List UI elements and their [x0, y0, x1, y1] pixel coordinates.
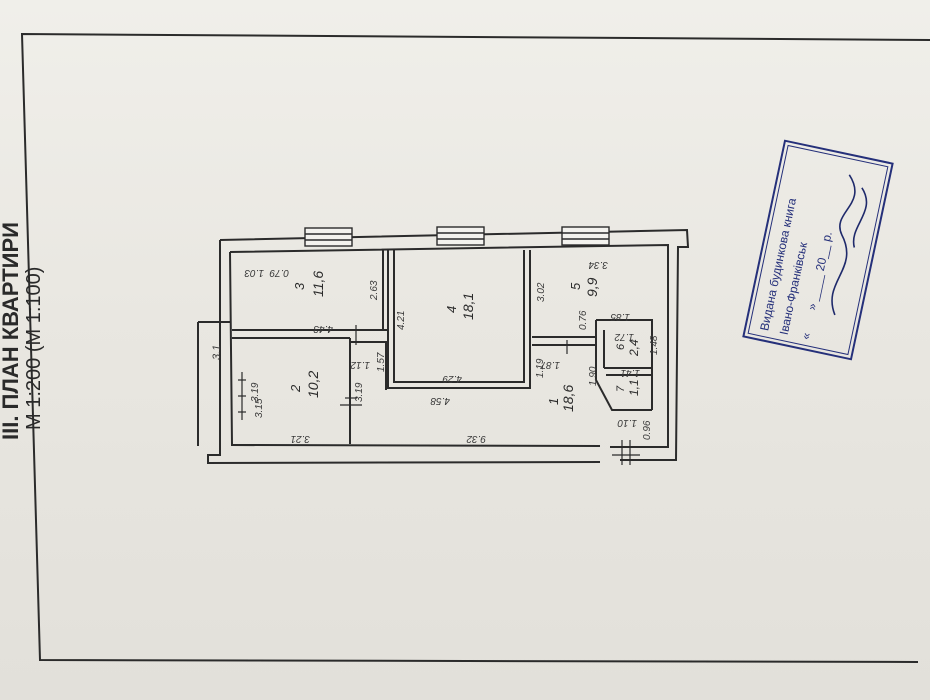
dim-185a: 1.85	[610, 311, 630, 322]
dim-172: 1.72	[614, 331, 634, 342]
room-6-number: 6	[615, 343, 627, 350]
dimension-labels: 9.32 3.21 3.19 3.19 4.43 2.63 1.03 0.79 …	[211, 259, 660, 444]
dim-443: 4.43	[313, 323, 333, 334]
dim-148: 1.48	[649, 335, 660, 355]
room-2-number: 2	[288, 384, 303, 393]
dim-079: 0.79	[269, 267, 289, 278]
room-3-number: 3	[292, 282, 307, 290]
dim-110: 1.10	[617, 417, 637, 428]
dim-076: 0.76	[578, 310, 589, 330]
door-marks	[238, 325, 640, 465]
dim-315: 3.15	[254, 398, 265, 418]
dim-31: 3.1	[211, 345, 223, 360]
dim-429: 4.29	[442, 373, 462, 384]
dim-112: 1.12	[350, 359, 370, 370]
room-5-area: 9,9	[584, 277, 600, 297]
bti-stamp: Видана будинкова книга Івано-Франківськ …	[742, 139, 894, 361]
dim-319a: 3.19	[250, 382, 261, 402]
room-3-area: 11,6	[310, 271, 326, 297]
room-5-number: 5	[568, 282, 583, 290]
outer-walls	[197, 228, 690, 465]
dim-096: 0.96	[642, 420, 653, 440]
page-frame	[20, 32, 930, 663]
interior-walls	[232, 250, 653, 444]
stamp-date-prefix: «	[798, 331, 813, 341]
dim-321: 3.21	[291, 433, 310, 444]
dim-334: 3.34	[588, 259, 608, 270]
dim-319b: 3.19	[354, 382, 365, 402]
dim-421: 4.21	[396, 311, 407, 330]
stamp-date-suffix: » ____ 20__ р.	[805, 230, 835, 311]
room-1-area: 18,6	[560, 385, 576, 412]
plan-scale: М 1:200 (М 1:100)	[23, 267, 45, 430]
room-2-area: 10,2	[305, 371, 321, 398]
signature	[831, 174, 868, 316]
room-7-area: 1,1	[627, 379, 641, 396]
dim-932: 9.32	[466, 433, 486, 444]
dim-458: 4.58	[430, 395, 450, 406]
dim-263: 2.63	[369, 280, 380, 301]
room-7-number: 7	[615, 385, 627, 392]
dim-302: 3.02	[536, 282, 547, 302]
room-4-number: 4	[444, 306, 459, 313]
dim-157: 1.57	[376, 352, 387, 372]
plan-title: III. ПЛАН КВАРТИРИ	[0, 222, 23, 440]
room-6-area: 2,4	[627, 339, 641, 357]
title-block: III. ПЛАН КВАРТИРИ М 1:200 (М 1:100)	[0, 222, 45, 440]
dim-119: 1.19	[535, 358, 546, 378]
dim-190: 1.90	[588, 366, 599, 386]
dim-187: 1.87	[540, 359, 560, 370]
windows	[304, 226, 610, 247]
room-labels: 1 18,6 2 10,2 3 11,6 4 18,1 5 9,9 6 2,4 …	[288, 271, 641, 412]
dim-103: 1.03	[244, 267, 264, 278]
room-1-number: 1	[546, 398, 561, 405]
dim-141: 1.41	[621, 367, 640, 378]
room-4-area: 18,1	[460, 293, 476, 320]
